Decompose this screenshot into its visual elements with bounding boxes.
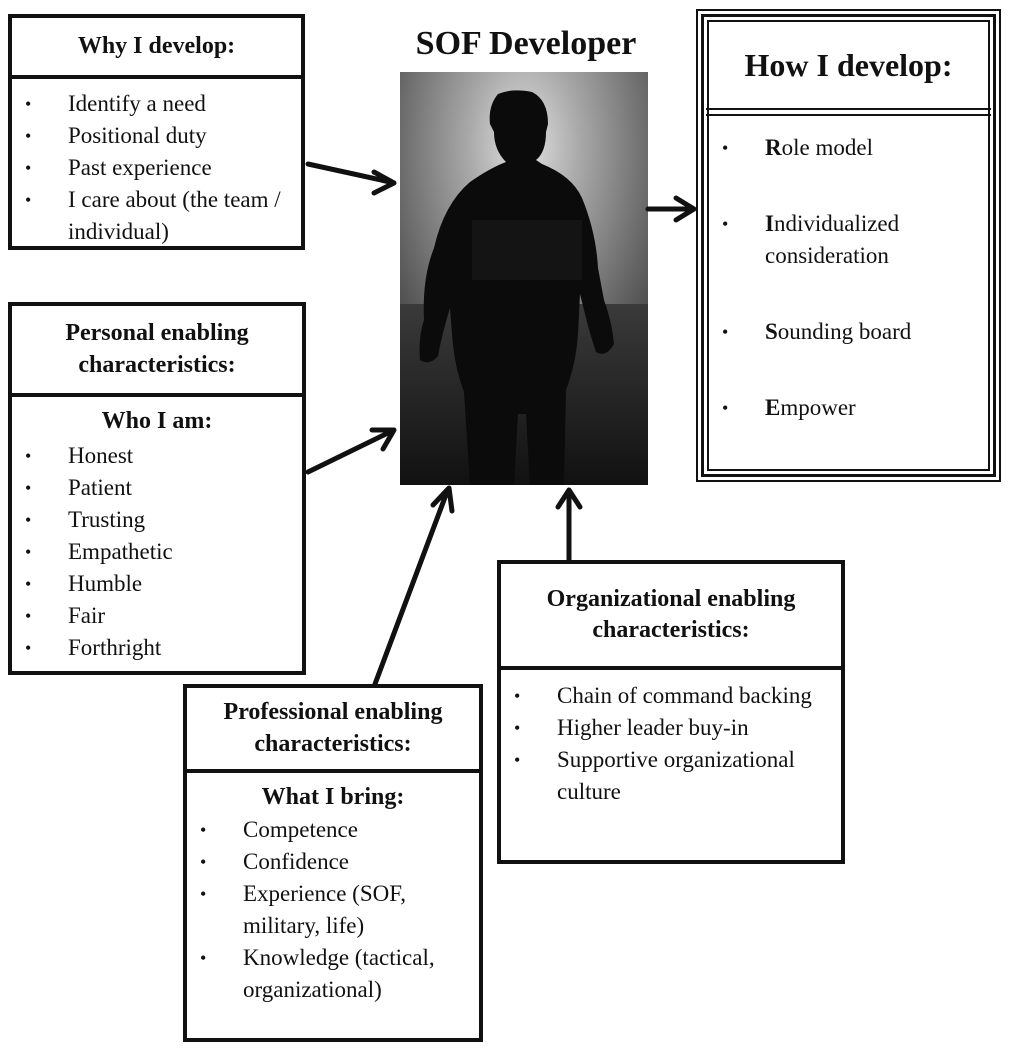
personal-enabling-body: Who I am: Honest Patient Trusting Empath… [12,397,302,664]
how-i-develop-heading: How I develop: [744,46,953,83]
list-item: Past experience [12,152,301,184]
arrow-professional-to-developer [372,485,455,687]
list-item: Confidence [187,846,479,878]
list-item: I care about (the team / individual) [12,184,301,248]
why-i-develop-box: Why I develop: Identify a need Positiona… [8,14,305,250]
list-item: Experience (SOF, military, life) [187,878,479,942]
initial-letter: I [765,211,774,236]
list-item: Trusting [12,504,302,536]
organizational-enabling-body: Chain of command backing Higher leader b… [501,670,841,808]
item-text: ounding board [777,319,912,344]
arrow-personal-to-developer [305,427,397,475]
soldier-silhouette-photo [400,72,648,485]
what-i-bring-list: Competence Confidence Experience (SOF, m… [187,814,479,1006]
list-item: Higher leader buy-in [501,712,841,744]
initial-letter: E [765,395,781,420]
how-i-develop-list: Role model Individualized consideration … [709,132,988,424]
how-i-develop-box: How I develop: Role model Individualized… [696,9,1001,482]
why-i-develop-body: Identify a need Positional duty Past exp… [12,79,301,248]
how-i-develop-divider [706,108,991,116]
list-item-role-model: Role model [709,132,988,164]
list-item: Positional duty [12,120,301,152]
list-item: Supportive organizational culture [501,744,841,808]
why-i-develop-heading: Why I develop: [12,18,301,79]
how-i-develop-inner-frame: How I develop: Role model Individualized… [701,14,996,477]
list-item: Competence [187,814,479,846]
professional-enabling-box: Professional enabling characteristics: W… [183,684,483,1042]
organizational-enabling-heading: Organizational enabling characteristics: [501,564,841,670]
list-item: Chain of command backing [501,680,841,712]
list-item-empower: Empower [709,392,988,424]
who-i-am-list: Honest Patient Trusting Empathetic Humbl… [12,440,302,664]
list-item: Honest [12,440,302,472]
arrow-developer-to-how [645,195,697,223]
list-item: Forthright [12,632,302,664]
arrow-why-to-developer [305,161,397,196]
arrow-organizational-to-developer [555,487,583,563]
who-i-am-subheading: Who I am: [101,408,213,434]
what-i-bring-subheading: What I bring: [261,784,405,810]
professional-enabling-body: What I bring: Competence Confidence Expe… [187,773,479,1006]
item-text: mpower [780,395,856,420]
initial-letter: R [765,135,782,160]
list-item: Fair [12,600,302,632]
personal-enabling-box: Personal enabling characteristics: Who I… [8,302,306,675]
how-i-develop-content: How I develop: Role model Individualized… [706,20,991,471]
why-i-develop-list: Identify a need Positional duty Past exp… [12,88,301,248]
organizational-enabling-box: Organizational enabling characteristics:… [497,560,845,864]
list-item: Identify a need [12,88,301,120]
list-item-sounding-board: Sounding board [709,316,988,348]
item-text: ndividualized consideration [765,211,900,268]
diagram-title: SOF Developer [415,25,637,62]
list-item: Patient [12,472,302,504]
organizational-enabling-list: Chain of command backing Higher leader b… [501,680,841,808]
item-text: ole model [781,135,873,160]
list-item-individualized-consideration: Individualized consideration [709,208,988,272]
how-i-develop-body: Role model Individualized consideration … [709,116,988,424]
list-item: Knowledge (tactical, organizational) [187,942,479,1006]
list-item: Humble [12,568,302,600]
professional-enabling-heading: Professional enabling characteristics: [187,688,479,773]
personal-enabling-heading: Personal enabling characteristics: [12,306,302,397]
initial-letter: S [765,319,778,344]
list-item: Empathetic [12,536,302,568]
